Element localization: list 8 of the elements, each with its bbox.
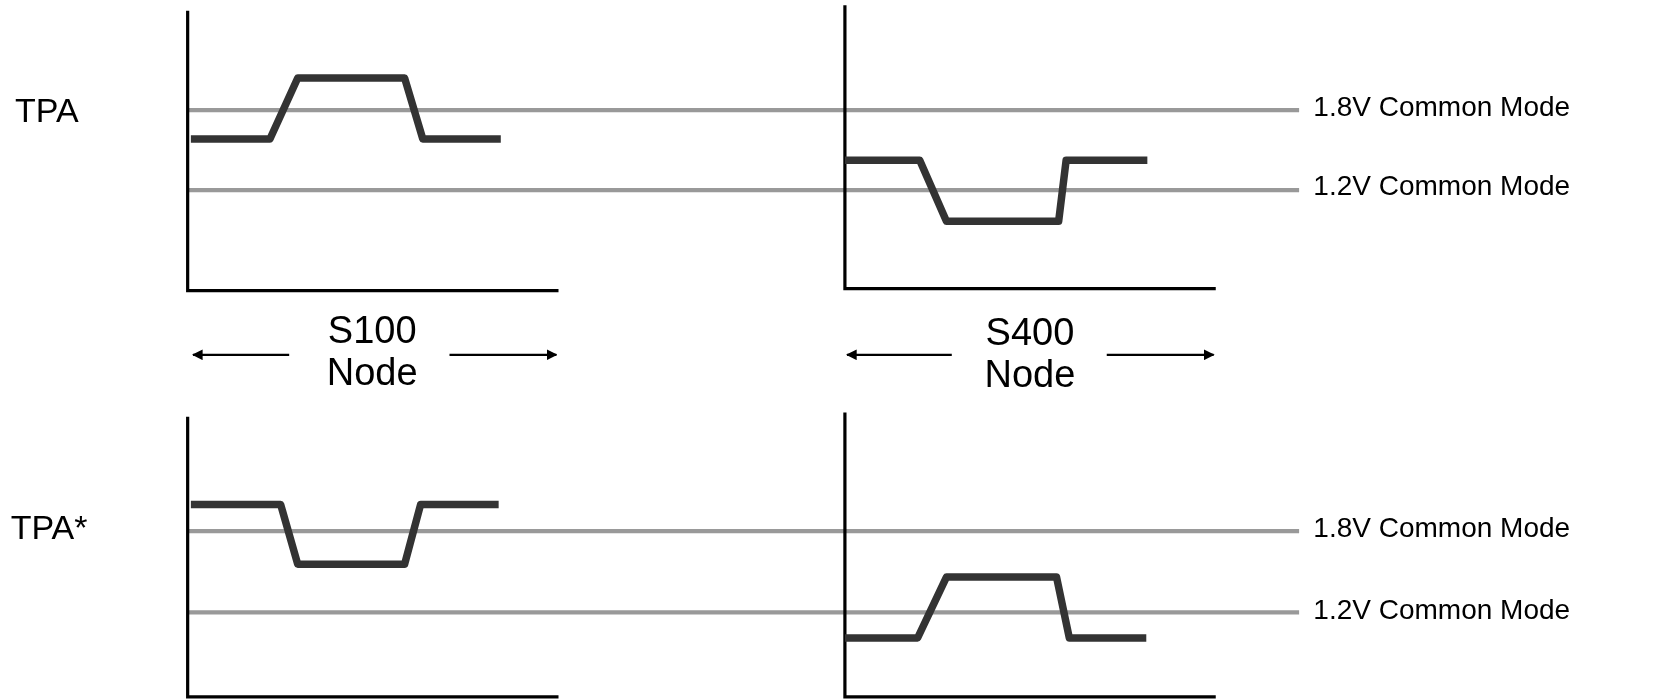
node-speed-label: S400 Node <box>983 312 1077 396</box>
voltage-level-label: 1.2V Common Mode <box>1313 171 1571 202</box>
voltage-level-label: 1.8V Common Mode <box>1313 91 1571 123</box>
voltage-level-label: 1.2V Common Mode <box>1313 594 1571 626</box>
signal-name: TPA <box>14 91 79 130</box>
node-speed-label: S100 Node <box>325 310 419 394</box>
voltage-level-label: 1.8V Common Mode <box>1313 513 1571 545</box>
signal-name: TPA* <box>10 509 88 547</box>
